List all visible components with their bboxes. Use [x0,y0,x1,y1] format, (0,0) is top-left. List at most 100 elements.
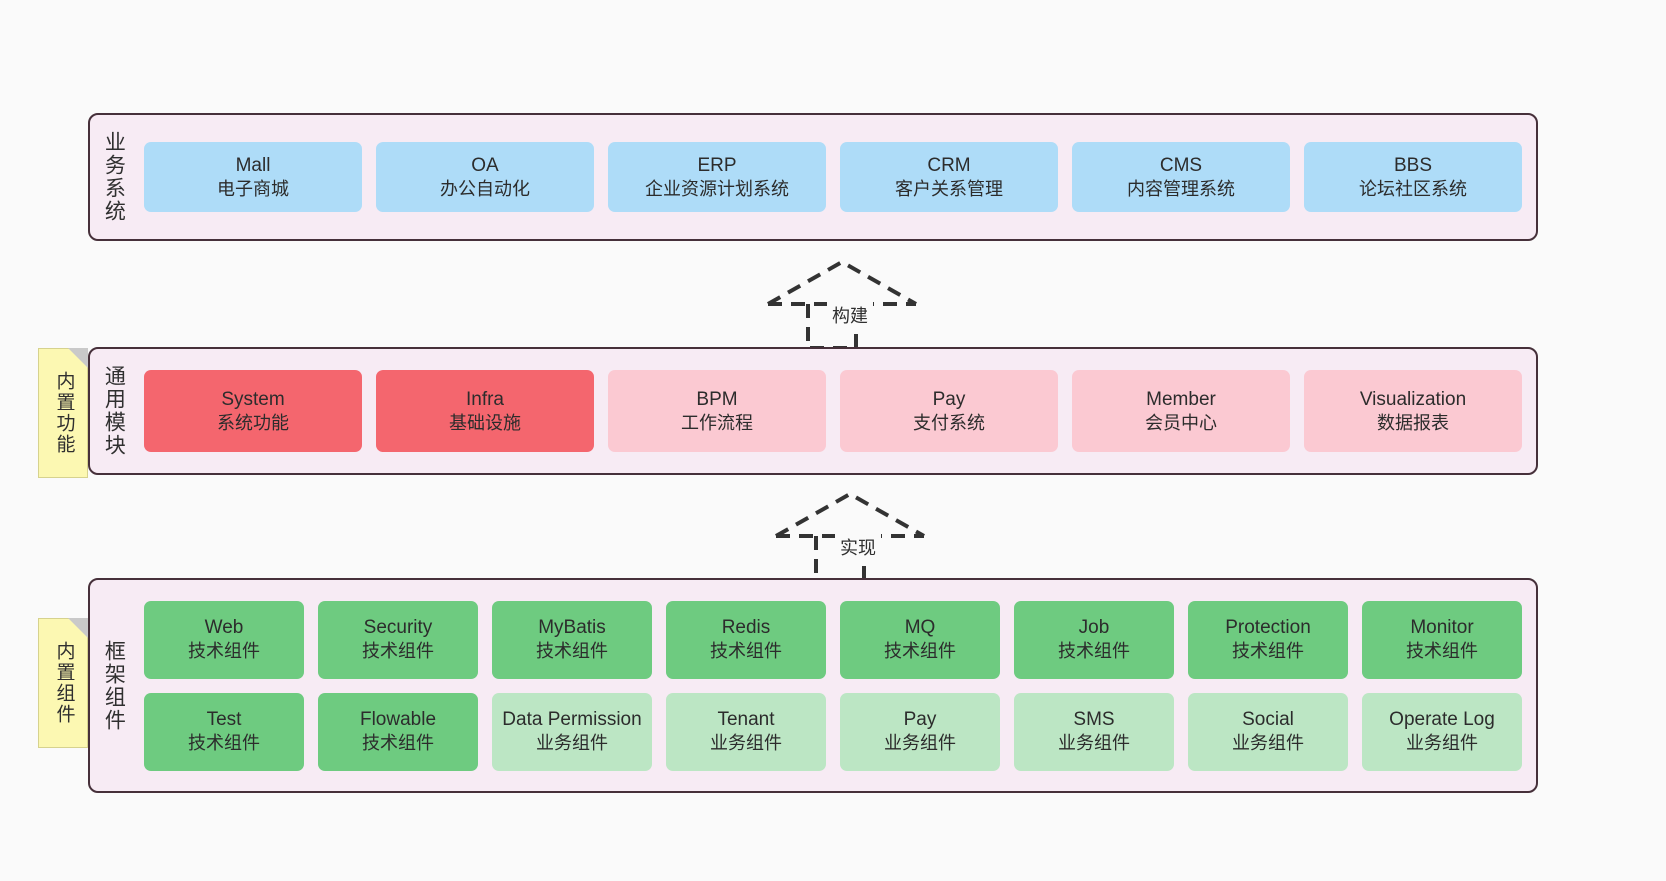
cell-oa[interactable]: OA 办公自动化 [376,142,594,212]
cell-social[interactable]: Social 业务组件 [1188,692,1348,771]
cell-infra[interactable]: Infra 基础设施 [376,370,594,452]
cell-subtitle: 技术组件 [188,641,260,662]
cell-subtitle: 技术组件 [884,641,956,662]
cell-subtitle: 技术组件 [362,733,434,754]
cell-title: MQ [904,617,936,639]
cell-title: OA [471,154,499,176]
cell-operate-log[interactable]: Operate Log 业务组件 [1362,692,1522,771]
note-builtin-function: 内置功能 [38,348,88,478]
layer-body-modules: System 系统功能 Infra 基础设施 BPM 工作流程 Pay 支付系统… [136,349,1536,473]
cell-title: Web [204,617,244,639]
arrow-build: 构建 [760,258,940,358]
cell-title: CRM [927,154,971,176]
layer-framework-components: 框架组件 Web 技术组件 Security 技术组件 MyBatis 技术组件… [88,578,1538,793]
layer-title-business: 业务系统 [102,131,126,223]
cell-title: Pay [903,709,937,731]
cell-subtitle: 业务组件 [1232,733,1304,754]
cell-title: Pay [932,388,966,410]
cell-subtitle: 客户关系管理 [895,178,1003,199]
cell-data-permission[interactable]: Data Permission 业务组件 [492,692,652,771]
cell-title: Tenant [717,709,775,731]
layer-title-modules: 通用模块 [102,365,126,457]
cell-subtitle: 会员中心 [1145,412,1217,433]
cell-title: System [221,388,285,410]
arrow-implement-label: 实现 [835,534,881,560]
cell-subtitle: 业务组件 [884,733,956,754]
cell-subtitle: 支付系统 [913,412,985,433]
cell-monitor[interactable]: Monitor 技术组件 [1362,600,1522,679]
cell-bbs[interactable]: BBS 论坛社区系统 [1304,142,1522,212]
cell-pay-module[interactable]: Pay 支付系统 [840,370,1058,452]
cell-subtitle: 数据报表 [1377,412,1449,433]
cell-erp[interactable]: ERP 企业资源计划系统 [608,142,826,212]
arrow-build-label: 构建 [827,302,873,328]
cell-subtitle: 内容管理系统 [1127,178,1235,199]
cell-title: BBS [1393,154,1433,176]
row-modules-1: System 系统功能 Infra 基础设施 BPM 工作流程 Pay 支付系统… [144,370,1522,452]
cell-flowable[interactable]: Flowable 技术组件 [318,692,478,771]
cell-visualization[interactable]: Visualization 数据报表 [1304,370,1522,452]
cell-title: CMS [1159,154,1203,176]
cell-title: BPM [696,388,738,410]
cell-system[interactable]: System 系统功能 [144,370,362,452]
cell-subtitle: 业务组件 [1406,733,1478,754]
layer-body-business: Mall 电子商城 OA 办公自动化 ERP 企业资源计划系统 CRM 客户关系… [136,115,1536,239]
arrow-head-triangle [767,259,917,306]
cell-subtitle: 电子商城 [217,178,289,199]
cell-title: Flowable [359,709,437,731]
cell-title: ERP [697,154,737,176]
row-framework-1: Web 技术组件 Security 技术组件 MyBatis 技术组件 Redi… [144,600,1522,679]
layer-title-framework: 框架组件 [102,639,126,732]
cell-subtitle: 技术组件 [188,733,260,754]
layer-common-modules: 通用模块 System 系统功能 Infra 基础设施 BPM 工作流程 Pay… [88,347,1538,475]
layer-business-systems: 业务系统 Mall 电子商城 OA 办公自动化 ERP 企业资源计划系统 CRM… [88,113,1538,241]
cell-tenant[interactable]: Tenant 业务组件 [666,692,826,771]
note-builtin-component: 内置组件 [38,618,88,748]
cell-title: Job [1078,617,1110,639]
cell-mall[interactable]: Mall 电子商城 [144,142,362,212]
cell-subtitle: 业务组件 [536,733,608,754]
cell-crm[interactable]: CRM 客户关系管理 [840,142,1058,212]
cell-subtitle: 论坛社区系统 [1359,178,1467,199]
cell-mybatis[interactable]: MyBatis 技术组件 [492,600,652,679]
cell-web[interactable]: Web 技术组件 [144,600,304,679]
cell-security[interactable]: Security 技术组件 [318,600,478,679]
cell-test[interactable]: Test 技术组件 [144,692,304,771]
arrow-head-triangle [775,491,925,538]
cell-title: Visualization [1359,388,1467,410]
cell-title: Member [1146,388,1216,410]
cell-pay-component[interactable]: Pay 业务组件 [840,692,1000,771]
cell-cms[interactable]: CMS 内容管理系统 [1072,142,1290,212]
cell-member[interactable]: Member 会员中心 [1072,370,1290,452]
cell-subtitle: 技术组件 [710,641,782,662]
cell-bpm[interactable]: BPM 工作流程 [608,370,826,452]
cell-subtitle: 业务组件 [1058,733,1130,754]
cell-title: Security [363,617,433,639]
row-business-1: Mall 电子商城 OA 办公自动化 ERP 企业资源计划系统 CRM 客户关系… [144,142,1522,212]
cell-protection[interactable]: Protection 技术组件 [1188,600,1348,679]
layer-body-framework: Web 技术组件 Security 技术组件 MyBatis 技术组件 Redi… [136,580,1536,791]
cell-title: Data Permission [502,709,642,731]
arrow-implement: 实现 [768,490,948,590]
row-framework-2: Test 技术组件 Flowable 技术组件 Data Permission … [144,692,1522,771]
cell-mq[interactable]: MQ 技术组件 [840,600,1000,679]
cell-title: Test [206,709,242,731]
cell-title: Operate Log [1389,709,1495,731]
cell-title: Infra [465,388,505,410]
cell-sms[interactable]: SMS 业务组件 [1014,692,1174,771]
cell-job[interactable]: Job 技术组件 [1014,600,1174,679]
note-label: 内置组件 [53,641,75,725]
cell-title: Mall [235,154,271,176]
cell-redis[interactable]: Redis 技术组件 [666,600,826,679]
cell-subtitle: 技术组件 [362,641,434,662]
cell-title: Redis [721,617,771,639]
cell-subtitle: 工作流程 [681,412,753,433]
cell-subtitle: 基础设施 [449,412,521,433]
cell-subtitle: 业务组件 [710,733,782,754]
cell-subtitle: 技术组件 [1058,641,1130,662]
cell-subtitle: 企业资源计划系统 [645,178,789,199]
cell-title: Protection [1225,617,1311,639]
cell-title: Social [1242,709,1294,731]
cell-subtitle: 技术组件 [536,641,608,662]
cell-subtitle: 系统功能 [217,412,289,433]
